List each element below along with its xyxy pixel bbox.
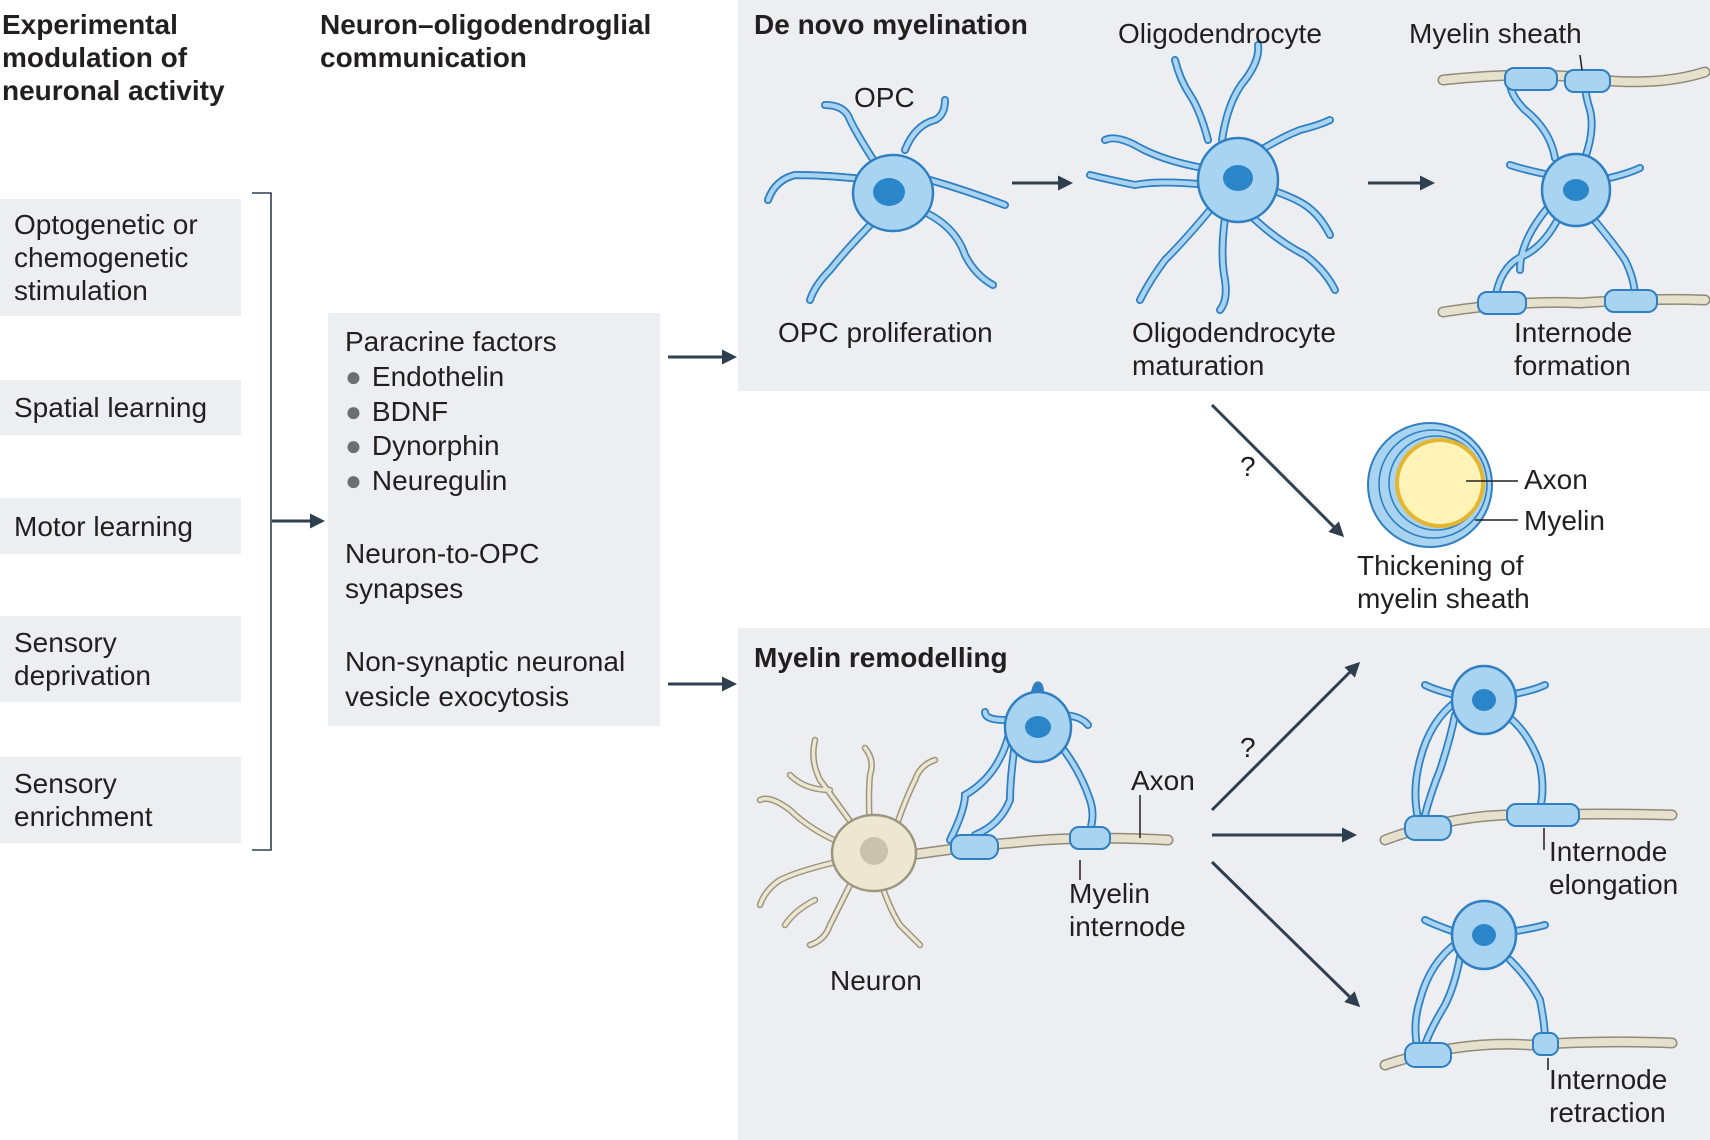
- activity-item-label: Motor learning: [14, 510, 193, 542]
- internode-elongation-illustration: [1379, 664, 1678, 850]
- synapses-label: Neuron-to-OPC synapses: [345, 538, 540, 604]
- activity-item-optogenetic: Optogenetic or chemogenetic stimulation: [0, 199, 241, 316]
- activity-column-header: Experimental modulation of neuronal acti…: [2, 9, 225, 106]
- neuron-and-axon: [756, 681, 1174, 949]
- bracket: [252, 192, 272, 851]
- exocytosis-label: Non-synaptic neuronal vesicle exocytosis: [345, 646, 626, 712]
- activity-item-label: Spatial learning: [14, 392, 208, 423]
- oligodendrocyte-label: Oligodendrocyte: [1118, 18, 1322, 49]
- step-internode-formation: Internode formation: [1514, 317, 1633, 381]
- myelin-cross-section: [1367, 422, 1518, 548]
- paracrine-title: Paracrine factors: [345, 326, 557, 357]
- paracrine-factor-label: Neuregulin: [371, 464, 508, 496]
- arrow-remodel-retraction: [1210, 860, 1361, 1008]
- cross-section-axon-label: Axon: [1524, 464, 1588, 495]
- arrow-remodel-up: [1210, 661, 1361, 812]
- internode-retraction-illustration: [1379, 899, 1678, 1071]
- paracrine-factor-label: BDNF: [371, 395, 449, 427]
- communication-column-header: Neuron–oligodendroglial communication: [320, 9, 652, 73]
- internode-elongation-label: Internode elongation: [1549, 836, 1679, 900]
- paracrine-factor: ● Neuregulin: [345, 464, 507, 499]
- oligodendrocyte-cell: [1086, 41, 1339, 314]
- remodel-question-mark: ?: [1240, 732, 1256, 763]
- internode-retraction-label: Internode retraction: [1549, 1064, 1668, 1128]
- opc-cell: [764, 96, 1009, 304]
- paracrine-factor-label: Dynorphin: [371, 430, 500, 461]
- activity-item-label: Sensory enrichment: [14, 768, 153, 832]
- activity-item-sensory-enrichment: Sensory enrichment: [0, 757, 241, 843]
- myelin-sheath-label: Myelin sheath: [1409, 18, 1582, 49]
- activity-item-spatial-learning: Spatial learning: [0, 380, 241, 435]
- arrow-to-thickening: [1210, 403, 1345, 538]
- activity-item-label: Sensory deprivation: [14, 627, 151, 691]
- bullet-icon: ●: [345, 361, 362, 392]
- communication-box: [328, 313, 660, 726]
- activity-item-sensory-deprivation: Sensory deprivation: [0, 616, 241, 702]
- paracrine-factor-list: ● Endothelin ● BDNF ● Dynorphin ● Neuregulin: [345, 360, 507, 498]
- thickening-question-mark: ?: [1240, 451, 1256, 482]
- step-opc-proliferation: OPC proliferation: [778, 317, 993, 348]
- activity-item-label: Optogenetic or chemogenetic stimulation: [14, 209, 198, 306]
- de-novo-title: De novo myelination: [754, 9, 1028, 40]
- paracrine-factor: ● BDNF: [345, 395, 507, 430]
- bullet-icon: ●: [345, 430, 362, 461]
- opc-label: OPC: [854, 82, 915, 113]
- thickening-caption: Thickening of myelin sheath: [1357, 550, 1530, 614]
- paracrine-factor-label: Endothelin: [371, 361, 505, 392]
- paracrine-factor: ● Endothelin: [345, 360, 507, 395]
- bullet-icon: ●: [345, 395, 362, 427]
- myelin-internode-label: Myelin internode: [1069, 878, 1186, 942]
- remodelling-title: Myelin remodelling: [754, 642, 1008, 673]
- remodel-axon-label: Axon: [1131, 765, 1195, 796]
- step-oligodendrocyte-maturation: Oligodendrocyte maturation: [1132, 317, 1336, 381]
- paracrine-factor: ● Dynorphin: [345, 429, 507, 464]
- internode-formation: [1437, 54, 1710, 318]
- activity-item-motor-learning: Motor learning: [0, 498, 241, 554]
- cross-section-myelin-label: Myelin: [1524, 505, 1605, 536]
- bullet-icon: ●: [345, 464, 362, 496]
- neuron-label: Neuron: [830, 965, 922, 996]
